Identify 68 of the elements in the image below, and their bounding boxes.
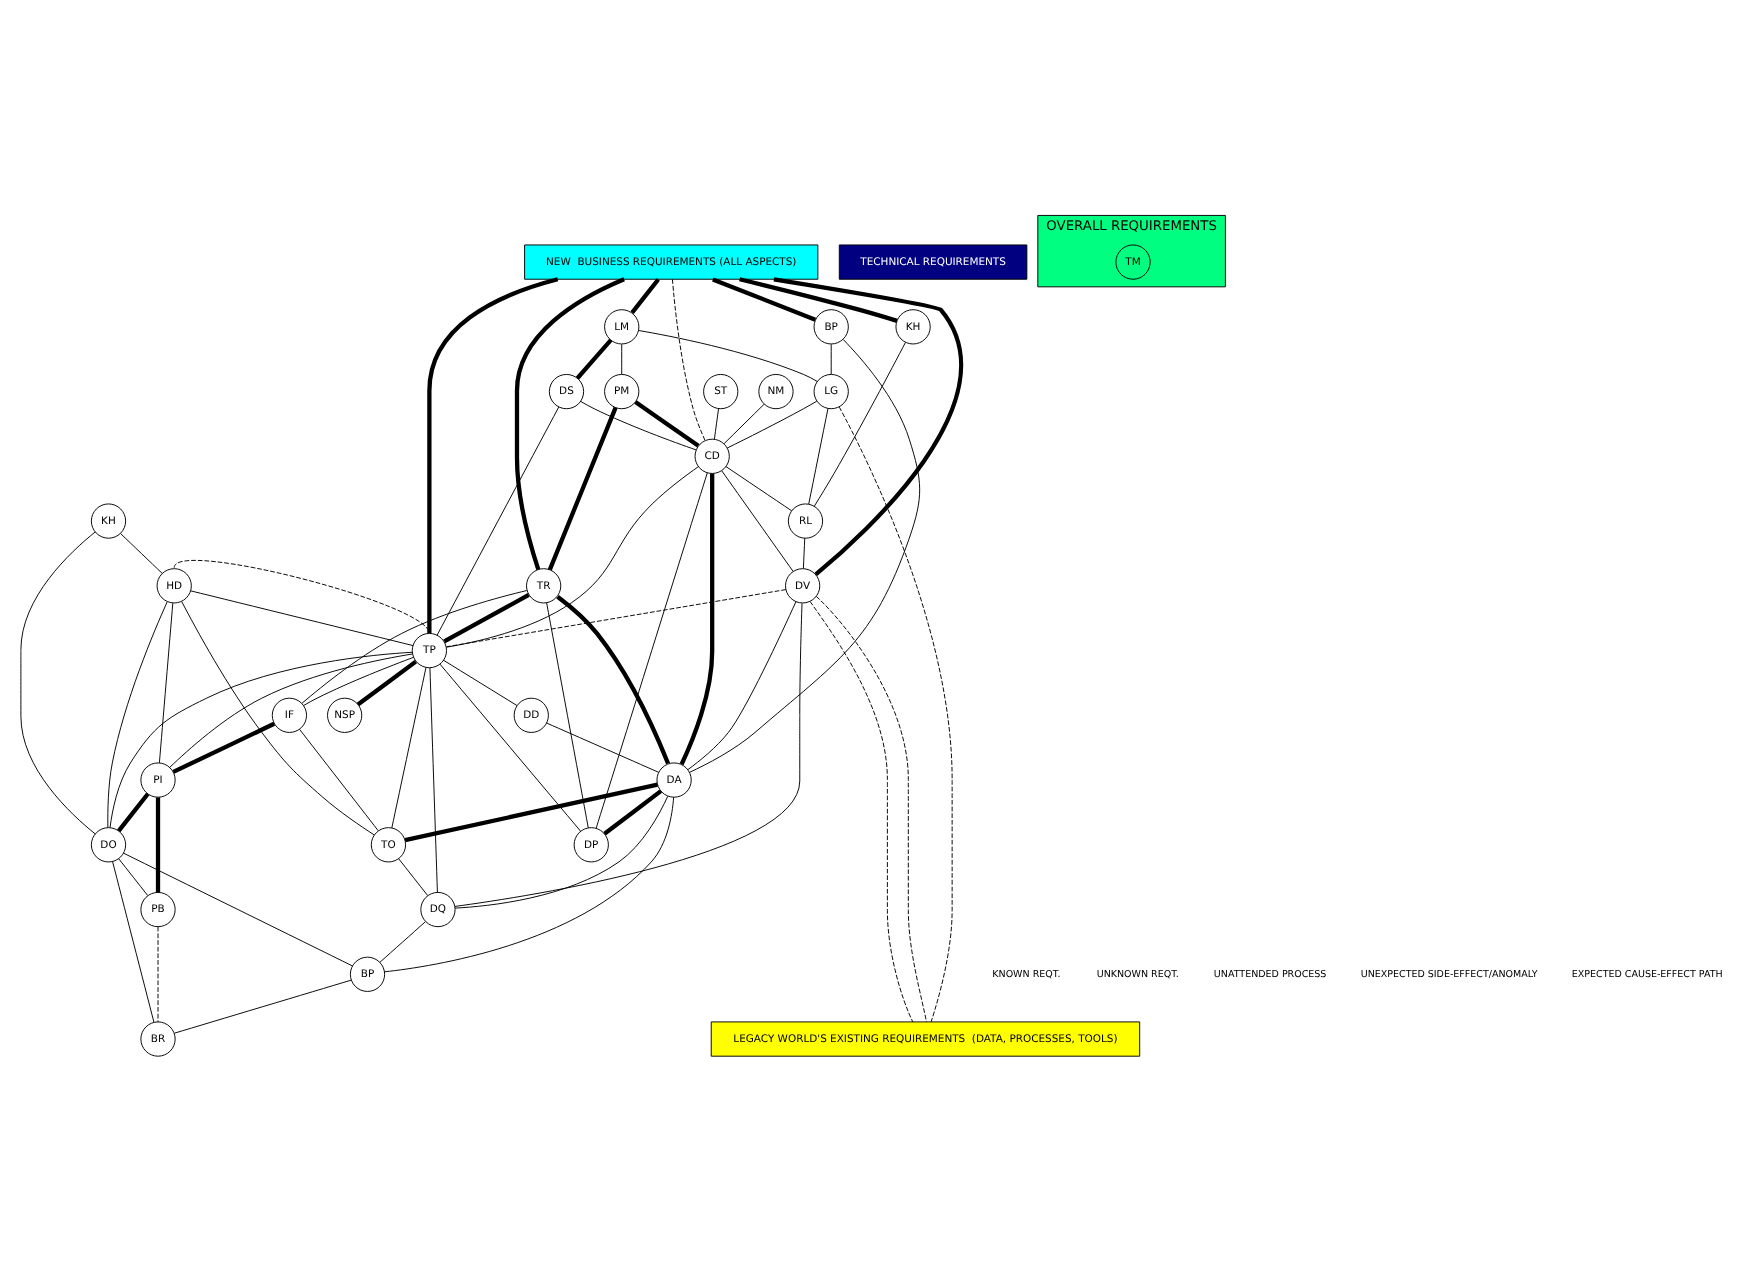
connector [621, 343, 623, 375]
connector [172, 721, 276, 774]
connector [303, 656, 414, 707]
connector [739, 277, 898, 323]
connector [813, 341, 906, 507]
connector [155, 797, 161, 893]
connector [808, 407, 829, 505]
connector [123, 852, 353, 967]
connector [20, 531, 96, 835]
connector [384, 796, 675, 973]
connector [546, 602, 589, 829]
connector [726, 400, 818, 449]
connector [712, 277, 817, 322]
connector [391, 667, 427, 829]
connector [838, 406, 953, 1023]
connector [299, 728, 379, 832]
connector [446, 466, 699, 648]
connector [404, 782, 658, 843]
connector [773, 277, 963, 576]
connector [173, 979, 352, 1034]
connector [190, 590, 414, 647]
connector [580, 400, 697, 451]
connector [112, 861, 155, 1023]
connector [117, 792, 150, 833]
connector [514, 277, 625, 571]
connector [556, 595, 671, 765]
connector [830, 343, 832, 375]
connector [443, 659, 518, 706]
connector [454, 602, 803, 907]
connector [815, 595, 927, 1023]
connector [158, 602, 174, 764]
connector [595, 472, 708, 829]
connector [809, 601, 914, 1023]
connector [634, 400, 700, 448]
connector [546, 722, 660, 773]
connector [687, 601, 797, 771]
connector [713, 408, 719, 440]
connector [725, 466, 793, 512]
connector [427, 277, 559, 634]
connector [671, 279, 706, 442]
connector [575, 338, 613, 380]
connector [107, 601, 168, 829]
connector [436, 406, 560, 636]
connector [721, 470, 794, 572]
connector [429, 667, 438, 893]
connector [173, 559, 430, 634]
connector [181, 601, 375, 836]
connector [379, 921, 426, 963]
connector [301, 590, 528, 704]
connector [109, 651, 413, 828]
connector [356, 659, 418, 707]
connector [120, 533, 163, 574]
connector [454, 795, 669, 909]
connector [169, 653, 413, 768]
connector [547, 406, 618, 571]
connector [689, 338, 921, 773]
connector [603, 789, 663, 836]
connector [398, 858, 429, 897]
connector [439, 663, 582, 832]
connector [638, 330, 818, 382]
connector [443, 593, 530, 644]
connector [157, 926, 159, 1023]
connector [630, 278, 660, 314]
connector [802, 537, 806, 569]
connector [446, 589, 787, 648]
connector [723, 403, 765, 445]
connector [118, 858, 149, 897]
connector [679, 473, 715, 766]
